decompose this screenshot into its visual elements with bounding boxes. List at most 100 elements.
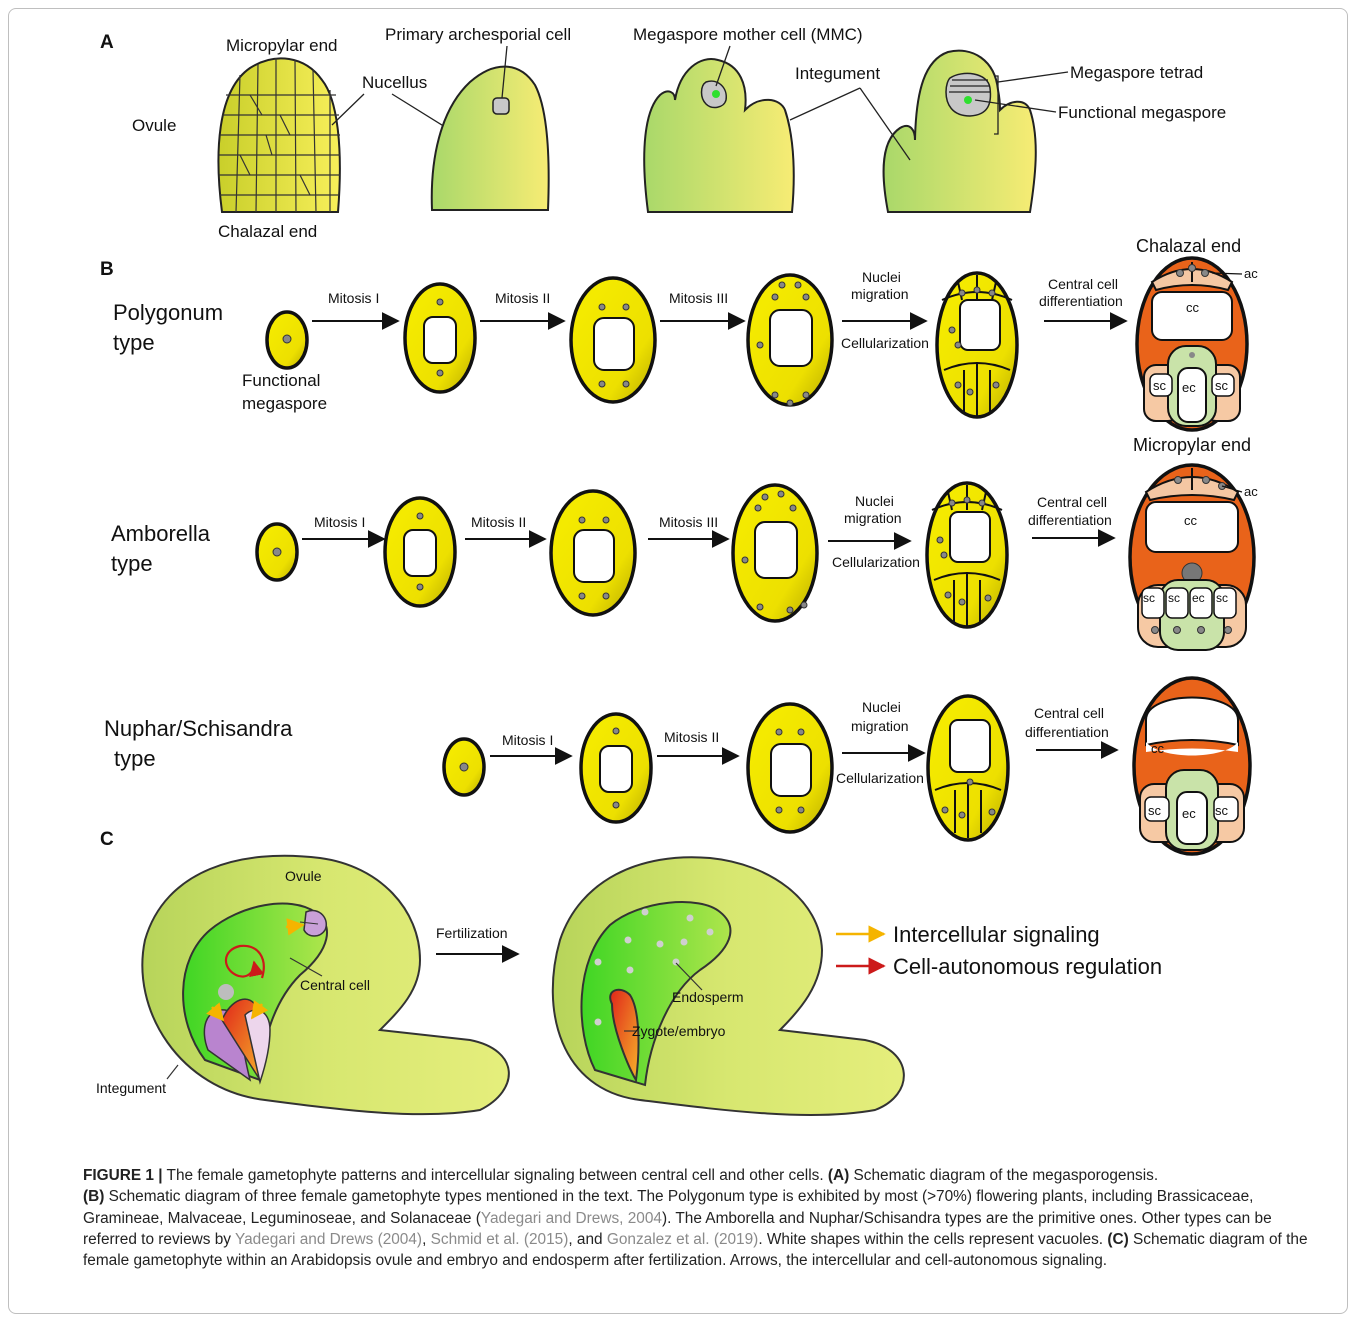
endosperm-label: Endosperm — [672, 989, 744, 1005]
nup-differentiation: differentiation — [1025, 724, 1109, 740]
amb-cellularization: Cellularization — [832, 554, 920, 570]
functional-megaspore-b-2: megaspore — [242, 394, 327, 413]
panel-b: B Chalazal end Micropylar end Polygonum … — [100, 236, 1258, 854]
amb-nuclei: Nuclei — [855, 493, 894, 509]
amb-migration: migration — [844, 510, 902, 526]
poly-migration: migration — [851, 286, 909, 302]
figure-illustration: A Ovule Micropylar end Chalazal end Nuce… — [0, 0, 1358, 1160]
nup-sc-label-1: sc — [1148, 803, 1162, 818]
poly-mitosis-3: Mitosis III — [669, 290, 728, 306]
legend-cell-autonomous-label: Cell-autonomous regulation — [893, 954, 1162, 979]
nup-sc-label-2: sc — [1215, 803, 1229, 818]
nup-cc-label: cc — [1151, 741, 1165, 756]
amb-cc-label: cc — [1184, 513, 1198, 528]
caption-text-7: . White shapes within the cells represen… — [758, 1231, 1107, 1248]
poly-differentiation: differentiation — [1039, 293, 1123, 309]
amb-sc-label-2: sc — [1168, 591, 1180, 605]
poly-4n-vacuole — [594, 318, 634, 370]
panel-a: A Ovule Micropylar end Chalazal end Nuce… — [100, 25, 1226, 241]
nup-nuclei: Nuclei — [862, 699, 901, 715]
mmc-label: Megaspore mother cell (MMC) — [633, 25, 863, 44]
poly-mitosis-2: Mitosis II — [495, 290, 550, 306]
nup-mitosis-1: Mitosis I — [502, 732, 553, 748]
poly-nuclei: Nuclei — [862, 269, 901, 285]
nup-mitosis-2: Mitosis II — [664, 729, 719, 745]
primary-archesporial-cell-label: Primary archesporial cell — [385, 25, 571, 44]
fertilization-label: Fertilization — [436, 925, 508, 941]
poly-megaspore-nucleus — [283, 335, 291, 343]
central-cell-c-label: Central cell — [300, 977, 370, 993]
poly-sc-label-2: sc — [1215, 378, 1229, 393]
integument-c-label: Integument — [96, 1080, 166, 1096]
panel-a-letter: A — [100, 32, 114, 53]
nucellus-leader-1 — [332, 94, 364, 125]
nucellus-label: Nucellus — [362, 73, 427, 92]
nuphar-label-1: Nuphar/Schisandra — [104, 716, 293, 741]
amb-sc-label-3: sc — [1216, 591, 1228, 605]
amborella-label-2: type — [111, 551, 153, 576]
micropylar-end-b-label: Micropylar end — [1133, 435, 1251, 455]
megaspore-tetrad-label: Megaspore tetrad — [1070, 63, 1203, 82]
poly-central-cell: Central cell — [1048, 276, 1118, 292]
functional-megaspore-b-1: Functional — [242, 371, 320, 390]
poly-sc-label-1: sc — [1153, 378, 1167, 393]
amb-mitosis-1: Mitosis I — [314, 514, 365, 530]
panel-b-letter: B — [100, 259, 114, 280]
functional-megaspore-nucleus — [964, 96, 972, 104]
caption-c-label: (C) — [1107, 1231, 1128, 1248]
nup-migration: migration — [851, 718, 909, 734]
caption-text-5: , — [422, 1231, 431, 1248]
integument-leader-1 — [790, 88, 860, 120]
poly-ac-label: ac — [1244, 266, 1258, 281]
chalazal-end-b-label: Chalazal end — [1136, 236, 1241, 256]
figure-caption: FIGURE 1 | The female gametophyte patter… — [83, 1165, 1323, 1271]
tetrad-leader — [998, 72, 1068, 82]
caption-ref-2[interactable]: Yadegari and Drews (2004) — [235, 1231, 422, 1248]
polygonum-label-1: Polygonum — [113, 300, 223, 325]
poly-8n-vacuole — [770, 310, 812, 366]
mmc-nucleus — [712, 90, 720, 98]
integument-label: Integument — [795, 64, 880, 83]
legend-intercellular-label: Intercellular signaling — [893, 922, 1100, 947]
ovule-stage2 — [432, 67, 549, 210]
primary-archesporial-cell — [493, 98, 509, 114]
amb-mitosis-3: Mitosis III — [659, 514, 718, 530]
ovule-stage3 — [644, 59, 794, 212]
nup-mature-gametophyte — [1134, 678, 1250, 854]
panel-c-letter: C — [100, 829, 114, 850]
central-nucleus — [218, 984, 234, 1000]
caption-b-label: (B) — [83, 1188, 104, 1205]
amb-ec-label: ec — [1192, 591, 1205, 605]
nup-ec-label: ec — [1182, 806, 1196, 821]
poly-mitosis-1: Mitosis I — [328, 290, 379, 306]
poly-2n-vacuole — [424, 317, 456, 363]
chalazal-end-label: Chalazal end — [218, 222, 317, 241]
integument-leader-2 — [860, 88, 910, 160]
nuphar-label-2: type — [114, 746, 156, 771]
ovule-c-label: Ovule — [285, 868, 322, 884]
poly-ec-label: ec — [1182, 380, 1196, 395]
amb-mature-gametophyte — [1130, 465, 1254, 650]
amborella-label-1: Amborella — [111, 521, 211, 546]
amb-central-cell: Central cell — [1037, 494, 1107, 510]
functional-megaspore-label: Functional megaspore — [1058, 103, 1226, 122]
caption-text-1: The female gametophyte patterns and inte… — [163, 1167, 828, 1184]
amb-mitosis-2: Mitosis II — [471, 514, 526, 530]
caption-text-6: , and — [568, 1231, 607, 1248]
caption-figure-label: FIGURE 1 | — [83, 1167, 163, 1184]
poly-cellularization: Cellularization — [841, 335, 929, 351]
zygote-embryo-label: Zygote/embryo — [632, 1023, 726, 1039]
caption-text-2: Schematic diagram of the megasporogensis… — [849, 1167, 1158, 1184]
poly-cc-label: cc — [1186, 300, 1200, 315]
micropylar-end-label: Micropylar end — [226, 36, 338, 55]
polygonum-label-2: type — [113, 330, 155, 355]
caption-ref-1[interactable]: Yadegari and Drews, 2004 — [481, 1210, 662, 1227]
nup-central-cell: Central cell — [1034, 705, 1104, 721]
ovule-label: Ovule — [132, 116, 176, 135]
poly-mature-gametophyte — [1137, 258, 1247, 430]
amb-ac-label: ac — [1244, 484, 1258, 499]
panel-c: C Ovule Central cell Integument Fertiliz… — [96, 829, 1162, 1115]
caption-ref-4[interactable]: Gonzalez et al. (2019) — [607, 1231, 758, 1248]
caption-ref-3[interactable]: Schmid et al. (2015) — [431, 1231, 569, 1248]
amb-sc-label-1: sc — [1143, 591, 1155, 605]
